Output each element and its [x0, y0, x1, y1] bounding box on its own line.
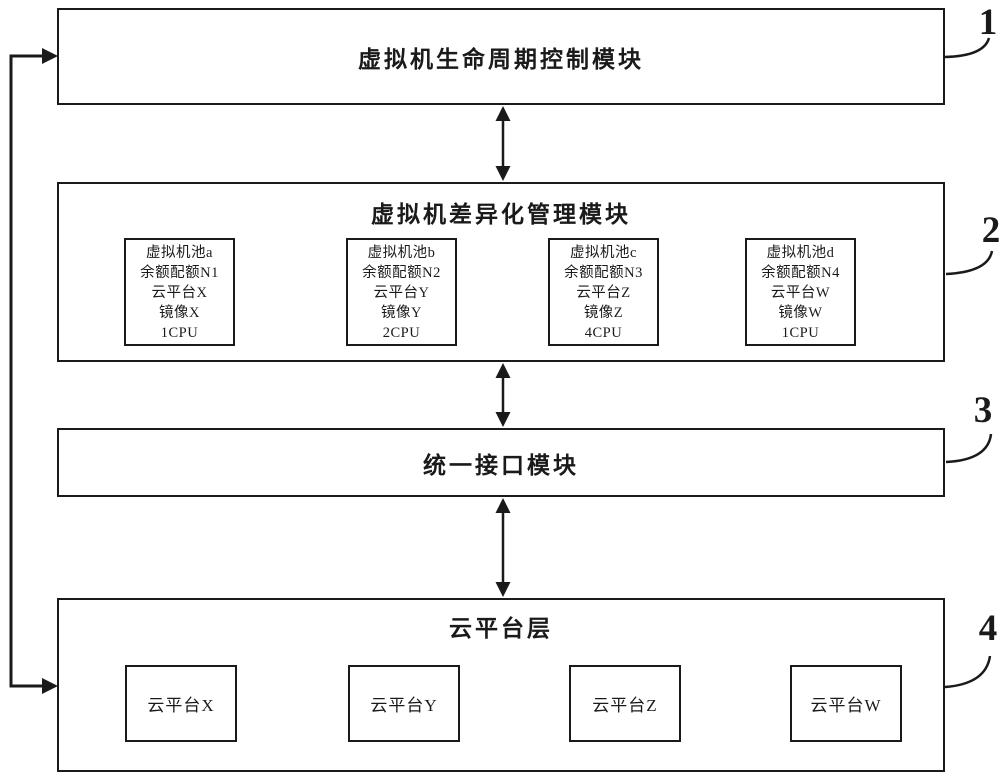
ref-label-3: 3 [973, 390, 993, 431]
module-unified-interface: 统一接口模块 [57, 428, 945, 497]
ref-label-4: 4 [978, 608, 998, 649]
pool-line: 镜像Z [583, 305, 624, 321]
pool-line: 虚拟机池a [146, 245, 213, 261]
module-1-title: 虚拟机生命周期控制模块 [358, 46, 644, 72]
cloud-platform-w-label: 云平台W [810, 696, 882, 715]
pool-line: 云平台Y [373, 285, 430, 301]
pool-line: 余额配额N3 [564, 265, 643, 281]
arrow-module3-module4 [495, 498, 511, 597]
module-2-title: 虚拟机差异化管理模块 [371, 202, 631, 227]
leader-curve-4 [944, 655, 992, 689]
module-vm-lifecycle-control: 虚拟机生命周期控制模块 [57, 8, 945, 105]
feedback-line [9, 48, 58, 694]
pool-line: 云平台Z [576, 285, 631, 301]
pool-line: 镜像X [159, 305, 200, 321]
leader-curve-2 [945, 250, 994, 276]
cloud-platform-w-box: 云平台W [790, 665, 902, 742]
cloud-platform-y-box: 云平台Y [348, 665, 460, 742]
module-4-title: 云平台层 [449, 616, 553, 641]
module-vm-differentiation-management: 虚拟机差异化管理模块 虚拟机池a 余额配额N1 云平台X 镜像X 1CPU 虚拟… [57, 182, 945, 362]
pool-line: 余额配额N1 [140, 265, 219, 281]
pool-line: 虚拟机池c [570, 245, 637, 261]
pool-line: 镜像Y [381, 305, 422, 321]
pool-line: 余额配额N4 [761, 265, 840, 281]
pool-line: 1CPU [781, 325, 820, 341]
vm-pool-c-box: 虚拟机池c 余额配额N3 云平台Z 镜像Z 4CPU [548, 238, 659, 346]
arrow-module2-module3 [495, 363, 511, 427]
pool-line: 余额配额N2 [362, 265, 441, 281]
pool-line: 云平台W [770, 285, 831, 301]
arrowhead-into-module-1 [42, 48, 58, 64]
pool-line: 4CPU [584, 325, 623, 341]
cloud-platform-z-label: 云平台Z [592, 696, 658, 715]
arrow-module1-module2 [495, 106, 511, 181]
pool-line: 虚拟机池b [367, 245, 436, 261]
module-3-title: 统一接口模块 [423, 452, 579, 478]
vm-pool-b-box: 虚拟机池b 余额配额N2 云平台Y 镜像Y 2CPU [346, 238, 457, 346]
pool-line: 云平台X [151, 285, 208, 301]
pool-line: 镜像W [778, 305, 823, 321]
pool-line: 虚拟机池d [766, 245, 835, 261]
ref-label-2: 2 [981, 210, 1000, 251]
vm-pool-a-box: 虚拟机池a 余额配额N1 云平台X 镜像X 1CPU [124, 238, 235, 346]
pool-line: 2CPU [382, 325, 421, 341]
cloud-platform-z-box: 云平台Z [569, 665, 681, 742]
cloud-platform-x-label: 云平台X [147, 696, 215, 715]
cloud-platform-y-label: 云平台Y [370, 696, 438, 715]
ref-label-1: 1 [978, 2, 998, 43]
vm-pool-d-box: 虚拟机池d 余额配额N4 云平台W 镜像W 1CPU [745, 238, 856, 346]
pool-line: 1CPU [160, 325, 199, 341]
module-cloud-platform-layer: 云平台层 云平台X 云平台Y 云平台Z 云平台W [57, 598, 945, 772]
cloud-platform-x-box: 云平台X [125, 665, 237, 742]
arrowhead-into-module-4 [42, 678, 58, 694]
leader-curve-3 [945, 433, 993, 464]
